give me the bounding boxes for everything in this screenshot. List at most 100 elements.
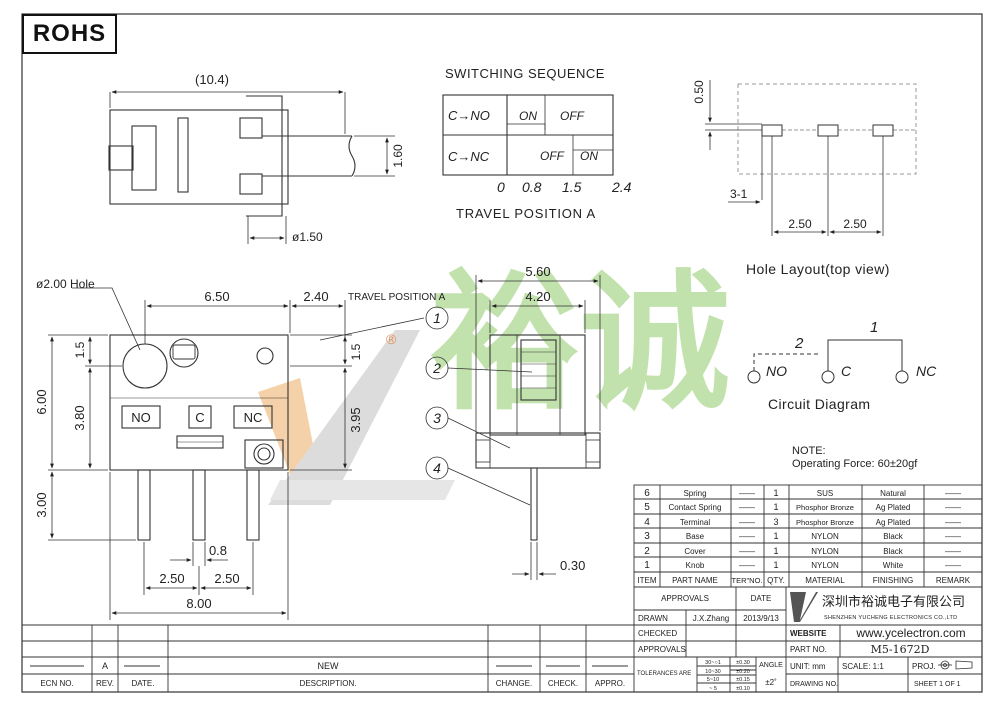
term-nc: NC: [244, 410, 263, 425]
hole-label: ø2.00 Hole: [36, 277, 95, 291]
bom-h-fin: FINISHING: [873, 576, 913, 585]
revision-grid: [22, 624, 634, 692]
bom-no-6: 6: [644, 488, 650, 499]
rev-h-change: CHANGE.: [496, 679, 532, 688]
bom-qty-4: 3: [773, 517, 778, 527]
tb-sheet: SHEET 1 OF 1: [914, 681, 961, 688]
bom-rem-3: ——: [945, 532, 961, 541]
rev-h-check: CHECK.: [548, 679, 578, 688]
switch-row1-on: ON: [519, 109, 537, 123]
rev-a: A: [102, 661, 108, 671]
company-logo-icon: [790, 592, 818, 622]
bom-qty-3: 1: [773, 531, 778, 541]
switch-pos-3: 2.4: [611, 179, 632, 195]
bom-no-5: 5: [644, 502, 650, 513]
bom-fin-3: Black: [883, 532, 904, 541]
tb-tol-range-0: 30~○1: [705, 660, 721, 666]
bom-rows: 6 Spring —— 1 SUS Natural —— 5 Contact S…: [637, 488, 970, 585]
rev-h-date: DATE.: [132, 679, 155, 688]
tb-checked: CHECKED: [638, 629, 677, 638]
bom-no-2: 2: [644, 546, 650, 557]
switching-title: SWITCHING SEQUENCE: [445, 66, 605, 81]
tb-partno-h: PART NO.: [790, 645, 827, 654]
bom-rem-1: ——: [945, 561, 961, 570]
note-title: NOTE:: [792, 445, 826, 457]
dim-600: 6.00: [34, 389, 49, 414]
watermark: 裕诚 ®: [258, 257, 730, 505]
tb-angle-v: ±2˚: [765, 678, 777, 687]
tb-tol-range-3: ~ 5: [709, 686, 717, 692]
bom-mat-3: NYLON: [811, 532, 839, 541]
watermark-logo-gray2: [270, 480, 455, 500]
bom-mat-6: SUS: [817, 489, 833, 498]
tb-tol-value-3: ±0.10: [736, 686, 750, 692]
rev-h-desc: DESCRIPTION.: [300, 679, 357, 688]
circuit-label-1: 1: [870, 319, 878, 336]
bom-part-1: Knob: [686, 561, 705, 570]
tb-drawn: DRAWN: [638, 614, 668, 623]
tb-partno: M5-1672D: [871, 643, 930, 656]
circuit-label-2: 2: [794, 335, 804, 352]
tb-date-h: DATE: [751, 594, 772, 603]
bom-fin-6: Natural: [880, 489, 906, 498]
tb-website: www.ycelectron.com: [855, 626, 965, 640]
tb-proj: PROJ.: [912, 662, 936, 671]
switch-axis-title: TRAVEL POSITION A: [456, 206, 596, 221]
bom-h-qty: QTY.: [767, 576, 785, 585]
dim-length: (10.4): [195, 72, 229, 87]
tb-approvals-h: APPROVALS: [661, 594, 709, 603]
bom-ter-5: ——: [739, 503, 755, 512]
bom-ter-3: ——: [739, 532, 755, 541]
bom-qty-1: 1: [773, 560, 778, 570]
watermark-reg: ®: [386, 331, 397, 347]
bom-qty-5: 1: [773, 502, 778, 512]
tb-tol-value-1: ±0.20: [736, 669, 750, 675]
dim-420: 4.20: [525, 289, 550, 304]
bom-no-4: 4: [644, 517, 650, 528]
term-no: NO: [131, 410, 151, 425]
switch-row2-label: C→NC: [448, 149, 490, 164]
dim-height: 1.60: [391, 144, 405, 168]
bom-ter-6: ——: [739, 489, 755, 498]
bom-part-3: Base: [686, 532, 705, 541]
switch-pos-0: 0: [497, 179, 505, 195]
dim-15-right: 1.5: [349, 343, 363, 360]
dim-560: 5.60: [525, 264, 550, 279]
bom-qty-6: 1: [773, 488, 778, 498]
tb-drawn-by: J.X.Zhang: [693, 614, 729, 623]
circuit-title: Circuit Diagram: [768, 396, 870, 412]
hole-dim-3-1: 3-1: [730, 187, 748, 201]
bom-rem-4: ——: [945, 518, 961, 527]
note-force: Operating Force: 60±20gf: [792, 458, 918, 470]
side-view-dimensions: [425, 275, 601, 580]
bom-fin-1: White: [883, 561, 904, 570]
tb-company-cn: 深圳市裕诚电子有限公司: [822, 594, 965, 610]
switch-row1-off: OFF: [560, 109, 585, 123]
tb-unit: UNIT: mm: [790, 662, 826, 671]
bom-fin-4: Ag Plated: [876, 518, 911, 527]
top-view: [108, 90, 395, 244]
bom-mat-1: NYLON: [811, 561, 839, 570]
dim-800: 8.00: [186, 596, 211, 611]
balloon-2: 2: [432, 360, 441, 376]
hole-pitch-2: 2.50: [843, 217, 867, 231]
switch-row2-on: ON: [580, 149, 598, 163]
circuit-no: NO: [766, 363, 787, 379]
bom-h-mat: MATERIAL: [805, 576, 845, 585]
travel-label: TRAVEL POSITION A: [348, 292, 446, 303]
dim-250a: 2.50: [159, 571, 184, 586]
rohs-badge: ROHS: [22, 14, 117, 54]
bom-mat-5: Phosphor Bronze: [796, 503, 854, 512]
switch-row1-label: C→NO: [448, 108, 490, 123]
tb-tol-range-1: 10~30: [705, 669, 720, 675]
title-block-grid: [633, 586, 983, 693]
bom-h-part: PART NAME: [672, 576, 718, 585]
bom-no-3: 3: [644, 531, 650, 542]
tb-company-en: SHENZHEN YUCHENG ELECTRONICS CO.,LTD: [824, 615, 957, 621]
watermark-text: 裕诚: [430, 257, 730, 431]
bom-h-item: ITEM: [637, 576, 656, 585]
rev-h-rev: REV.: [96, 679, 114, 688]
bom-fin-5: Ag Plated: [876, 503, 911, 512]
tb-tol-value-0: ±0.30: [736, 660, 750, 666]
